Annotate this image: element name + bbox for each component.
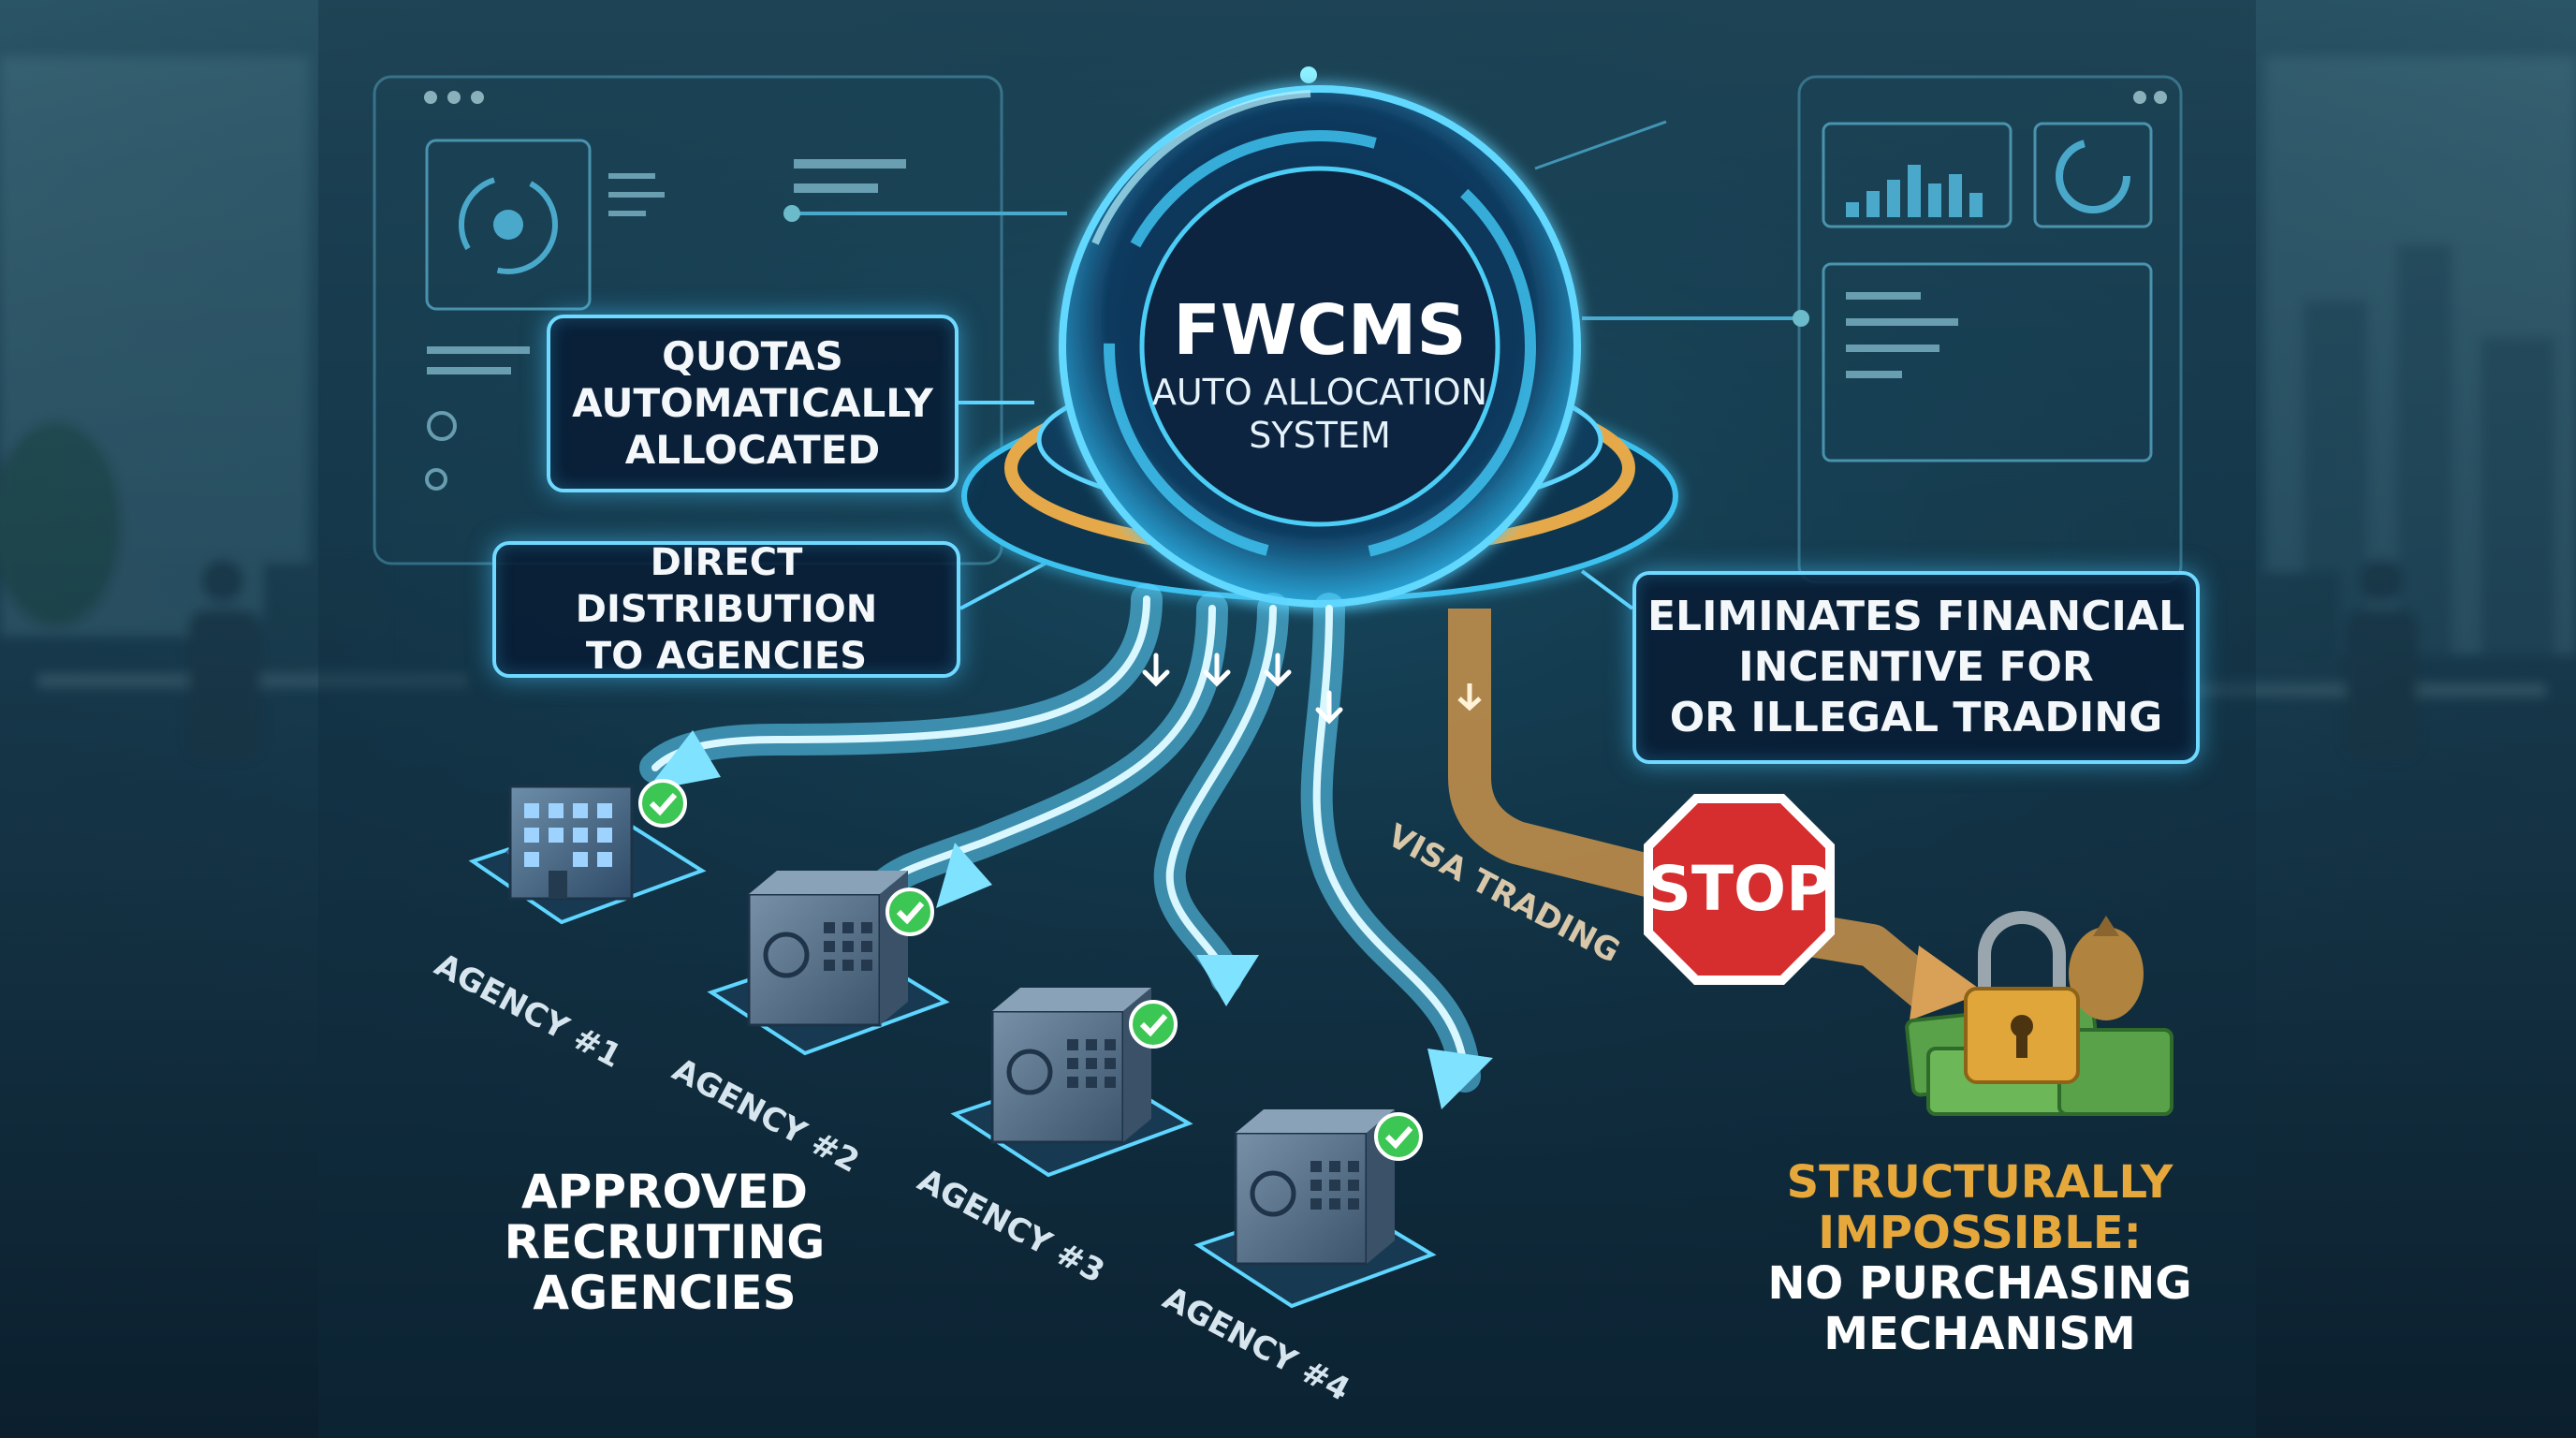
arrowhead-agency-4 bbox=[1427, 1049, 1493, 1109]
arrowhead-agency-1 bbox=[646, 730, 721, 791]
check-icon-agency-2 bbox=[886, 888, 934, 936]
hub-subtitle-line2: SYSTEM bbox=[1249, 415, 1390, 456]
agency-1-building bbox=[468, 779, 707, 925]
no-purchasing-mechanism-label: NO PURCHASING MECHANISM bbox=[1767, 1257, 2192, 1360]
fwcms-hub: FWCMS AUTO ALLOCATION SYSTEM bbox=[961, 85, 1678, 608]
agency-3-safe bbox=[950, 988, 1193, 1178]
arrowhead-agency-3 bbox=[1196, 955, 1259, 1006]
check-icon-agency-3 bbox=[1129, 1000, 1178, 1049]
agency-4-safe bbox=[1193, 1109, 1437, 1309]
callout-eliminates-incentive: ELIMINATES FINANCIAL INCENTIVE FOR OR IL… bbox=[1632, 571, 2200, 764]
callout-connectors bbox=[959, 66, 1634, 610]
money-lock-icon bbox=[1905, 911, 2174, 1116]
stop-sign: STOP bbox=[1644, 794, 1835, 985]
callout-direct-text: DIRECT DISTRIBUTION TO AGENCIES bbox=[575, 541, 878, 678]
approved-agencies-label: APPROVED RECRUITING AGENCIES bbox=[504, 1165, 826, 1320]
distribution-flows bbox=[639, 583, 1493, 1109]
callout-quotas-allocated: QUOTAS AUTOMATICALLY ALLOCATED bbox=[547, 315, 959, 492]
callout-eliminates-text: ELIMINATES FINANCIAL INCENTIVE FOR OR IL… bbox=[1647, 593, 2186, 741]
structurally-impossible-label: STRUCTURALLY IMPOSSIBLE: bbox=[1786, 1156, 2174, 1259]
arrowhead-agency-2 bbox=[936, 843, 992, 908]
stop-sign-text: STOP bbox=[1647, 853, 1831, 925]
check-icon-agency-4 bbox=[1374, 1112, 1423, 1161]
callout-direct-distribution: DIRECT DISTRIBUTION TO AGENCIES bbox=[492, 541, 960, 678]
hub-subtitle-line1: AUTO ALLOCATION bbox=[1152, 372, 1487, 413]
callout-quotas-text: QUOTAS AUTOMATICALLY ALLOCATED bbox=[572, 333, 933, 473]
check-icon-agency-1 bbox=[638, 779, 687, 828]
hub-title: FWCMS bbox=[1173, 290, 1466, 371]
agency-2-safe bbox=[707, 871, 950, 1056]
